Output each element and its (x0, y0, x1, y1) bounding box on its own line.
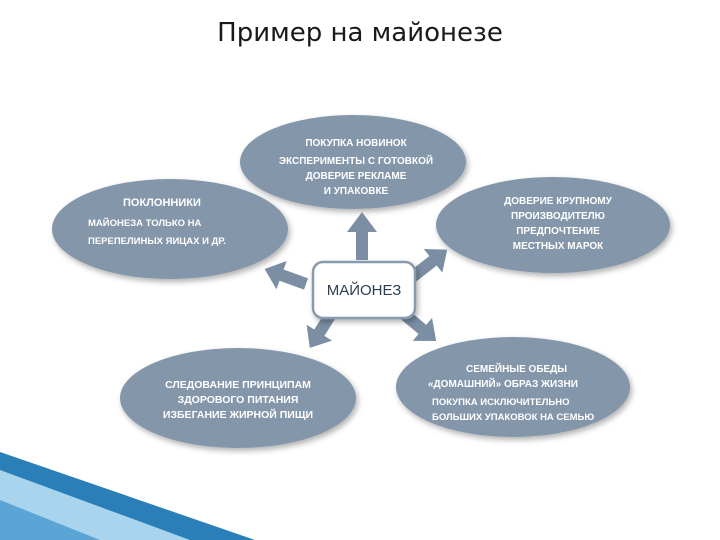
ellipse-top (240, 115, 466, 209)
node-left-line: ПЕРЕПЕЛИНЫХ ЯИЦАХ И ДР. (88, 236, 226, 247)
node-right-line: ДОВЕРИЕ КРУПНОМУ (504, 196, 612, 207)
node-bottom-right-line: СЕМЕЙНЫЕ ОБЕДЫ (466, 364, 568, 375)
node-bottom-right: СЕМЕЙНЫЕ ОБЕДЫ «ДОМАШНИЙ» ОБРАЗ ЖИЗНИ ПО… (418, 362, 618, 425)
center-label: МАЙОНЕЗ (326, 282, 402, 299)
ellipse-bottom-left (120, 348, 356, 448)
node-top-line: ЭКСПЕРИМЕНТЫ С ГОТОВКОЙ (278, 156, 434, 167)
node-right: ДОВЕРИЕ КРУПНОМУ ПРОИЗВОДИТЕЛЮ ПРЕДПОЧТЕ… (478, 194, 638, 254)
node-top-line: ДОВЕРИЕ РЕКЛАМЕ (305, 171, 407, 182)
arrow-right (407, 248, 448, 283)
node-left-heading: ПОКЛОННИКИ (123, 197, 201, 209)
center-box (311, 260, 417, 320)
node-bottom-left: СЛЕДОВАНИЕ ПРИНЦИПАМ ЗДОРОВОГО ПИТАНИЯ И… (138, 378, 338, 423)
node-bottom-left-line: СЛЕДОВАНИЕ ПРИНЦИПАМ (165, 379, 311, 391)
node-top: ПОКУПКА НОВИНОК ЭКСПЕРИМЕНТЫ С ГОТОВКОЙ … (258, 136, 454, 199)
corner-decoration-mid (0, 500, 100, 540)
ellipse-bottom-right (396, 337, 630, 437)
node-bottom-right-line: ПОКУПКА ИСКЛЮЧИТЕЛЬНО (432, 397, 570, 408)
slide-title: Пример на майонезе (217, 18, 503, 48)
node-right-line: ПРЕДПОЧТЕНИЕ (516, 226, 600, 237)
node-right-line: ПРОИЗВОДИТЕЛЮ (511, 211, 605, 222)
ellipse-right (436, 177, 670, 273)
node-bottom-left-line: ЗДОРОВОГО ПИТАНИЯ (177, 394, 299, 406)
node-bottom-right-line: «ДОМАШНИЙ» ОБРАЗ ЖИЗНИ (428, 379, 578, 390)
arrow-up (347, 212, 377, 260)
ellipse-left (52, 179, 288, 279)
node-left: ПОКЛОННИКИ МАЙОНЕЗА ТОЛЬКО НА ПЕРЕПЕЛИНЫ… (88, 196, 268, 249)
arrow-down-left (306, 310, 337, 348)
node-bottom-right-line: БОЛЬШИХ УПАКОВОК НА СЕМЬЮ (432, 412, 595, 423)
node-top-line: И УПАКОВКЕ (323, 186, 389, 197)
node-right-line: МЕСТНЫХ МАРОК (512, 241, 604, 252)
node-bottom-left-line: ИЗБЕГАНИЕ ЖИРНОЙ ПИЩИ (162, 409, 314, 421)
node-left-line: МАЙОНЕЗА ТОЛЬКО НА (88, 218, 202, 229)
arrow-left (264, 261, 309, 290)
node-top-heading: ПОКУПКА НОВИНОК (305, 138, 407, 149)
